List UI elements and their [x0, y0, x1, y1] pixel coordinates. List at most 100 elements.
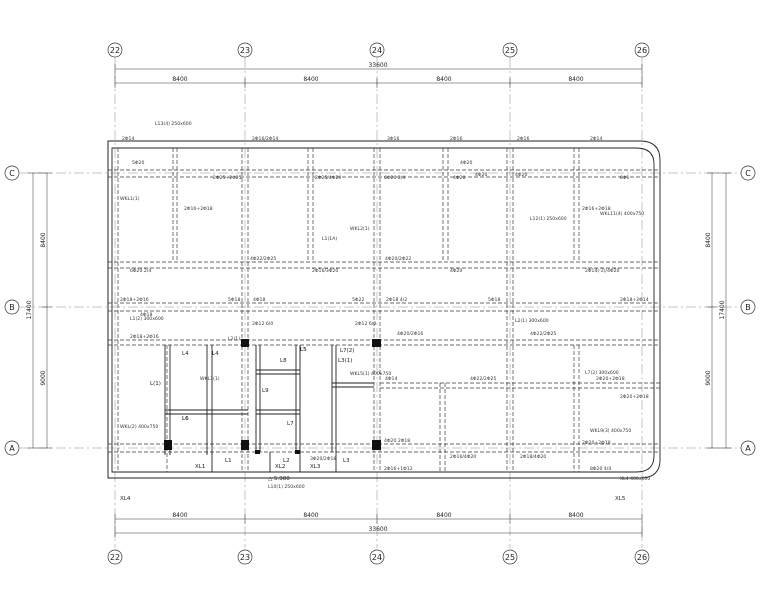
- dim-top-bay-1: 8400: [172, 76, 187, 83]
- bubble-right-C: [740, 165, 756, 181]
- annotation: 4Φ20: [515, 172, 527, 178]
- annotation: WKL5(1) 400x750: [350, 371, 391, 377]
- bubble-bottom-22: [107, 549, 123, 565]
- axis-label-top-22: 22: [110, 46, 120, 55]
- column: [295, 450, 300, 454]
- dim-left-bay-1: 8400: [40, 232, 47, 247]
- annotation: 4Φ20 2Φ18: [384, 438, 410, 444]
- beam-tag: L4: [212, 351, 219, 357]
- dim-bottom-bay-2: 8400: [303, 512, 318, 519]
- dimensions-top: 33600 8400 8400 8400 8400: [114, 62, 643, 88]
- beam-tag: XL5: [615, 496, 626, 502]
- annotation: 4Φ18: [140, 312, 152, 318]
- dim-right-total: 17400: [719, 300, 726, 319]
- annotation: 3Φ20/2Φ18: [310, 456, 336, 462]
- annotation: 2Φ16/3Φ20: [312, 268, 338, 274]
- axis-label-left-C: C: [9, 169, 15, 178]
- annotation: WKL11(4) 400x750: [600, 211, 644, 217]
- annotation: 2Φ14: [122, 136, 134, 142]
- axis-label-top-25: 25: [505, 46, 515, 55]
- annotation: 2Φ16/4Φ20: [450, 454, 476, 460]
- bubble-left-A: [4, 440, 20, 456]
- dim-bottom-bay-3: 8400: [436, 512, 451, 519]
- beam-tag: L1: [225, 458, 232, 464]
- beam-tag: L7: [287, 421, 294, 427]
- dimensions-left: 17400 8400 9000: [26, 172, 52, 449]
- beam-tag: L5: [300, 347, 307, 353]
- annotation: 4Φ22/2Φ25: [530, 331, 556, 337]
- column: [241, 440, 249, 450]
- axis-label-bottom-24: 24: [372, 553, 382, 562]
- beams: [108, 148, 660, 472]
- annotation: L7(2) 300x600: [585, 370, 619, 376]
- dim-top-bay-4: 8400: [568, 76, 583, 83]
- axis-label-bottom-22: 22: [110, 553, 120, 562]
- annotation: 4Φ20/2Φ16: [397, 331, 423, 337]
- axis-label-right-B: B: [745, 303, 751, 312]
- annotation: 4Φ20: [450, 268, 462, 274]
- bubble-right-A: [740, 440, 756, 456]
- annotation: 5Φ20: [132, 160, 144, 166]
- axis-label-bottom-25: 25: [505, 553, 515, 562]
- bubble-top-23: [237, 42, 253, 58]
- columns: [164, 339, 381, 454]
- beam-tag: L6: [182, 416, 189, 422]
- annotation: 2Φ16: [517, 136, 529, 142]
- dim-left-bay-2: 9000: [40, 370, 47, 385]
- beam-tag: XL4: [120, 496, 131, 502]
- axis-label-right-C: C: [745, 169, 751, 178]
- axis-label-top-23: 23: [240, 46, 250, 55]
- annotation: 2Φ16/2Φ14: [252, 136, 278, 142]
- annotation: 2Φ12 6/0: [252, 321, 273, 327]
- annotation: 2Φ18+2Φ14: [620, 297, 649, 303]
- annotation: L2(1) 300x600: [515, 318, 549, 324]
- annotation: L13(4) 250x600: [155, 121, 192, 127]
- annotation: 4Φ20: [475, 172, 487, 178]
- annotation: 2Φ25+2Φ25: [213, 175, 242, 181]
- beam-tag: L5: [300, 347, 307, 353]
- annotation: 2Φ14: [590, 136, 602, 142]
- bubble-top-25: [502, 42, 518, 58]
- bubble-left-C: [4, 165, 20, 181]
- beam-tag: L(1): [150, 381, 161, 387]
- annotation: 2Φ20+2Φ18: [596, 376, 625, 382]
- bubble-top-24: [369, 42, 385, 58]
- bubble-bottom-25: [502, 549, 518, 565]
- annotation: 5Φ18: [488, 297, 500, 303]
- beam-tag: L8: [280, 358, 287, 364]
- annotation: WKL3(1): [200, 376, 220, 382]
- annotation: 2Φ25/4Φ20: [315, 175, 341, 181]
- dim-right-bay-2: 9000: [705, 370, 712, 385]
- beam-tag: L2: [283, 458, 290, 464]
- beam-tag: L9: [262, 388, 269, 394]
- elevation-label: △ 5.980: [268, 476, 290, 482]
- annotation: 2Φ14(-2)/4Φ20: [585, 268, 620, 274]
- column: [164, 440, 172, 450]
- column: [241, 339, 249, 347]
- annotation: 2Φ12 6/0: [355, 321, 376, 327]
- beam-tag: L4: [182, 351, 189, 357]
- bubble-bottom-23: [237, 549, 253, 565]
- axis-label-left-B: B: [9, 303, 15, 312]
- bubble-top-26: [634, 42, 650, 58]
- dim-left-total: 17400: [26, 300, 33, 319]
- annotation: 2Φ20+2Φ18: [582, 440, 611, 446]
- dim-bottom-bay-4: 8400: [568, 512, 583, 519]
- annotations: 2Φ14 2Φ16/2Φ14 3Φ16 2Φ16 2Φ16 2Φ14 5Φ20 …: [120, 121, 650, 502]
- annotation: 4Φ22/2Φ25: [470, 376, 496, 382]
- axis-label-top-26: 26: [637, 46, 647, 55]
- dim-top-total: 33600: [368, 62, 387, 69]
- dim-bottom-total: 33600: [368, 526, 387, 533]
- beam-tag: L6: [182, 416, 189, 422]
- axis-label-bottom-23: 23: [240, 553, 250, 562]
- perimeter-beams: [107, 140, 661, 479]
- annotation: WKL2(1): [350, 226, 370, 232]
- beam-tag: L3(1): [338, 358, 352, 364]
- bubble-left-B: [4, 299, 20, 315]
- annotation: 2Φ16+2Φ18: [184, 206, 213, 212]
- axis-label-right-A: A: [745, 444, 751, 453]
- dimensions-right: 8400 9000 17400: [705, 172, 731, 449]
- annotation: 5Φ18: [228, 297, 240, 303]
- dim-top-bay-2: 8400: [303, 76, 318, 83]
- annotation: L1(1A): [322, 236, 337, 242]
